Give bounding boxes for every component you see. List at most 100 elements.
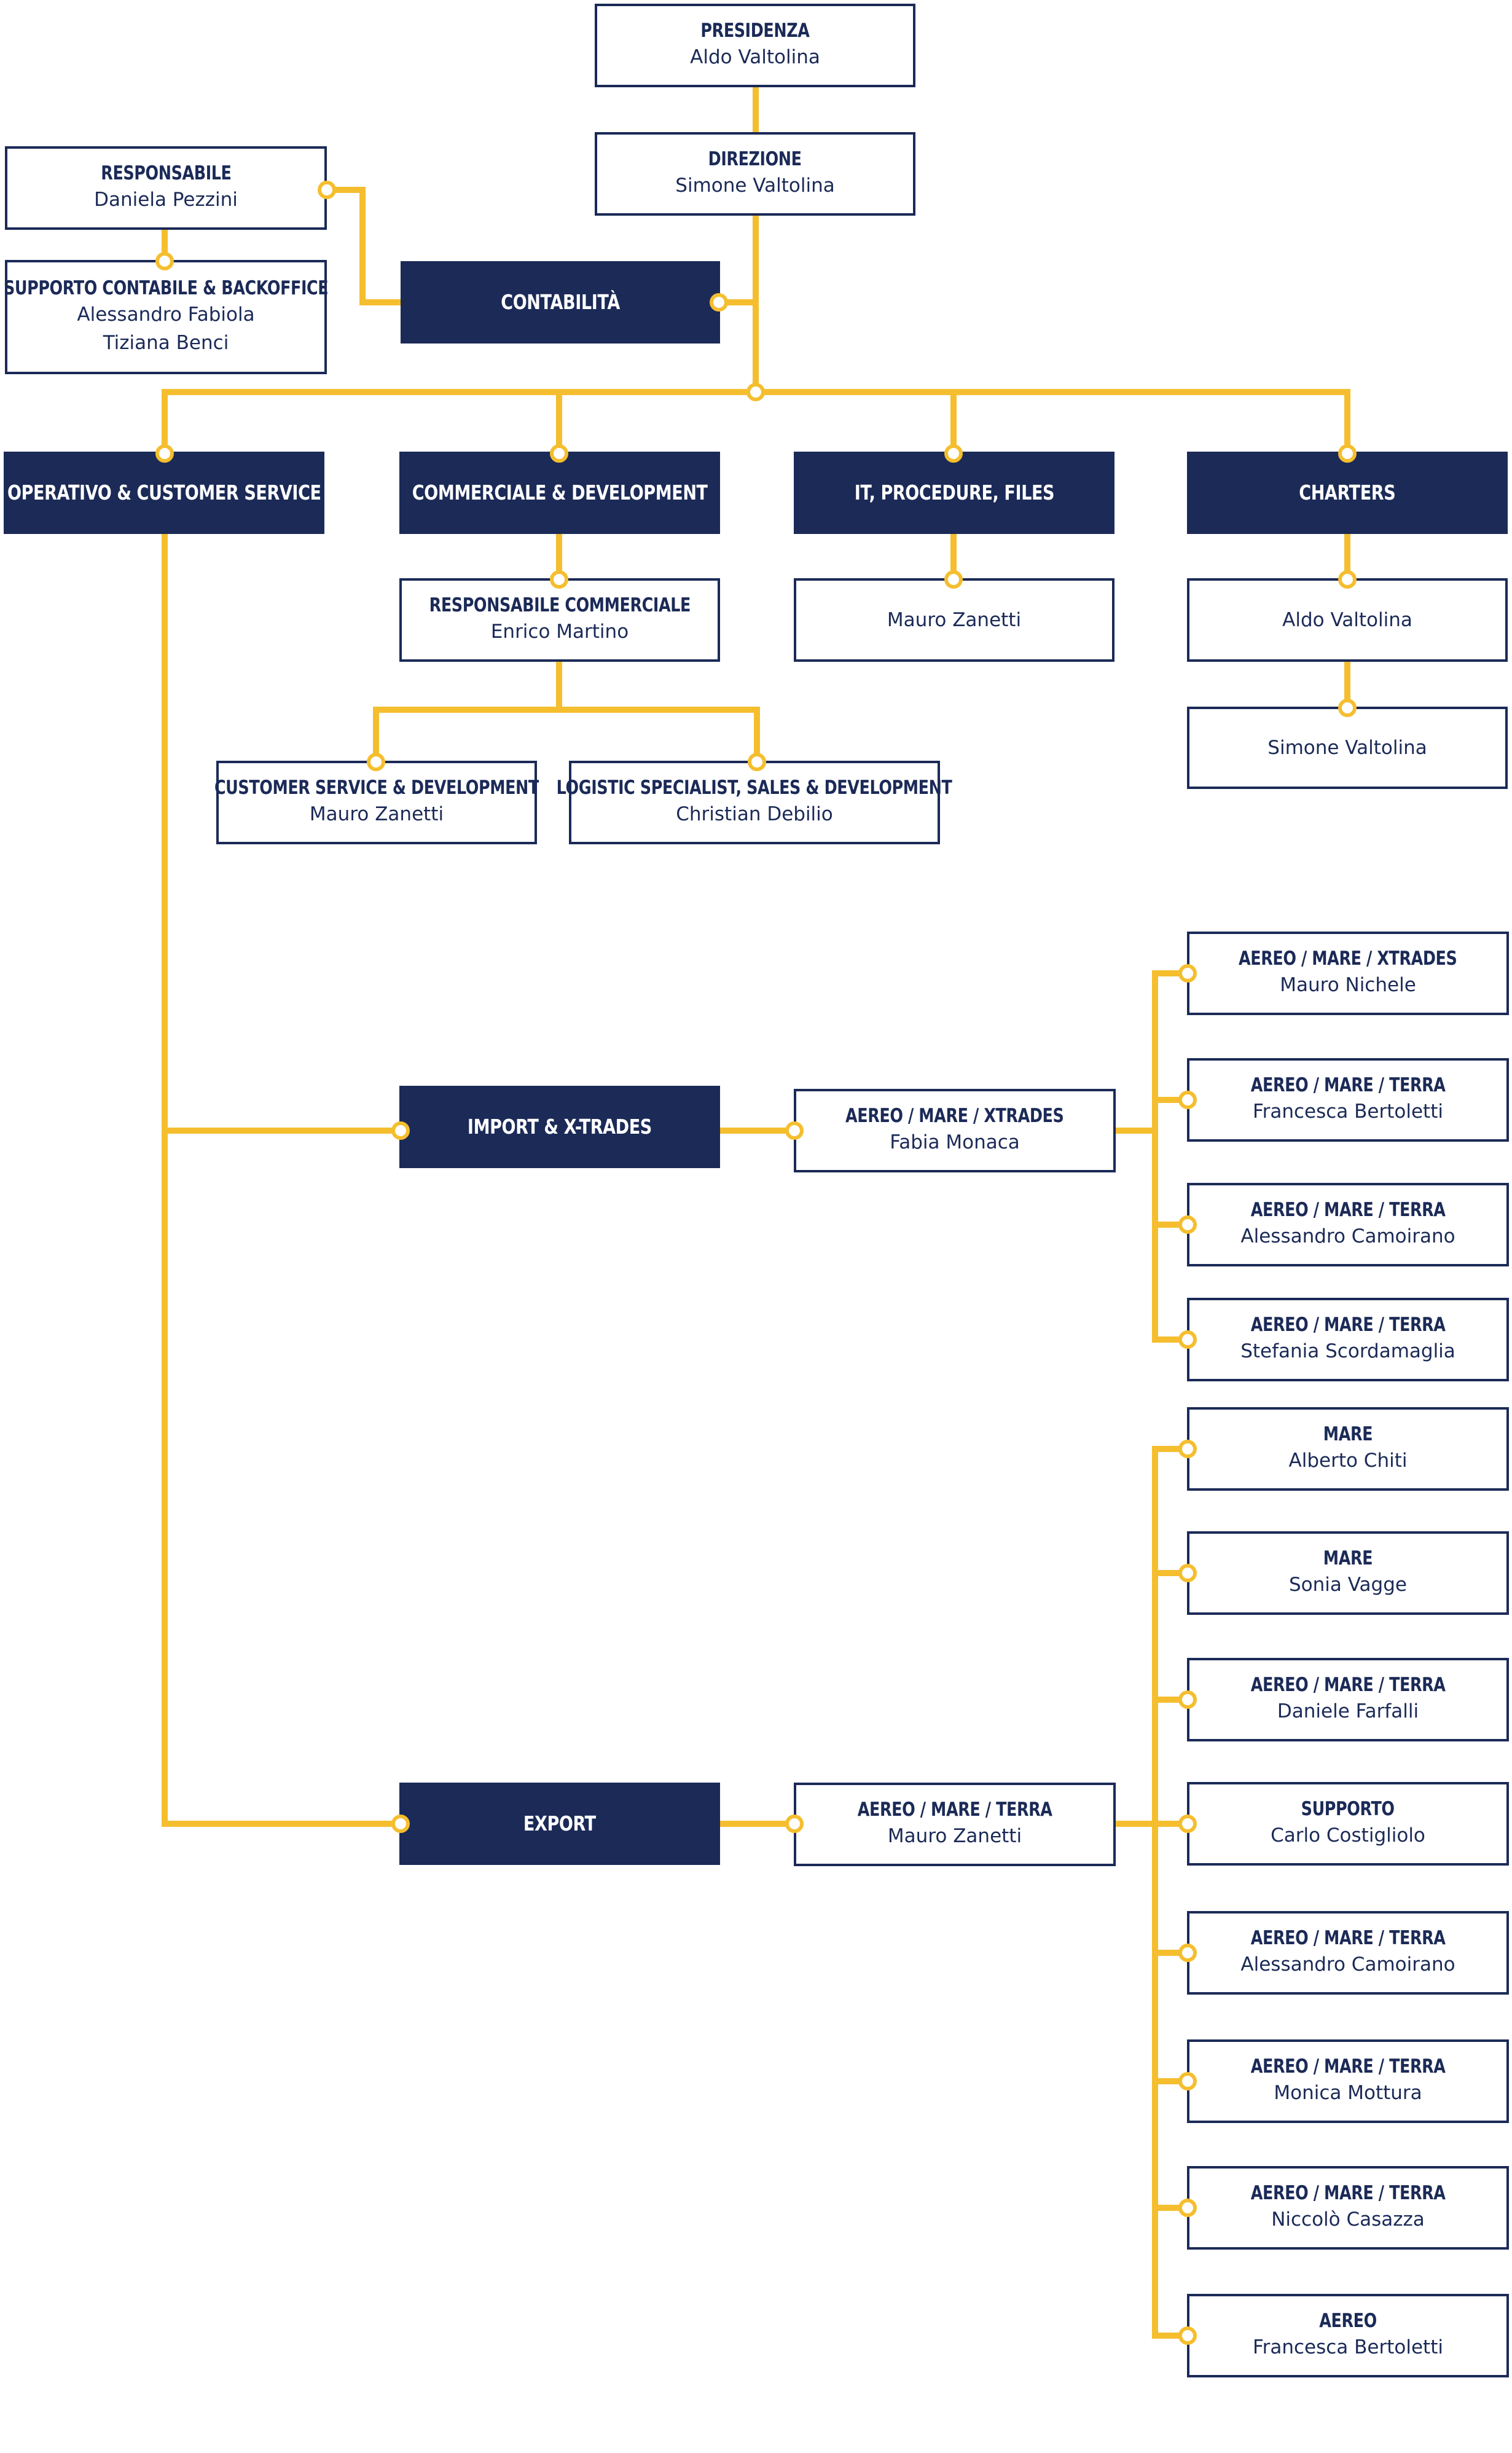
connector-dot <box>1178 1440 1197 1458</box>
import-team-member-name: Mauro Nichele <box>1280 974 1416 997</box>
connector-dot <box>1178 1215 1197 1234</box>
charters-person-2-name: Simone Valtolina <box>1267 736 1427 759</box>
export-team-member-title: MARE <box>1323 1423 1373 1446</box>
connector-dot <box>1178 1690 1197 1709</box>
charters-title: CHARTERS <box>1299 481 1396 505</box>
supporto-contabile-name-1: Alessandro Fabiola <box>77 303 255 326</box>
connector-dot <box>367 753 385 771</box>
it-person-name: Mauro Zanetti <box>887 608 1022 631</box>
export-team-member-name: Carlo Costigliolo <box>1271 1824 1425 1847</box>
import-lead-box: AEREO / MARE / XTRADES Fabia Monaca <box>794 1089 1116 1172</box>
export-lead-box: AEREO / MARE / TERRA Mauro Zanetti <box>794 1783 1116 1866</box>
export-team-member-name: Niccolò Casazza <box>1271 2208 1425 2231</box>
import-team-member-box: AEREO / MARE / TERRA Francesca Bertoletti <box>1187 1058 1509 1142</box>
connector-dot <box>1178 1564 1197 1582</box>
connector-dot <box>710 293 728 312</box>
connector-dot <box>1178 1330 1197 1349</box>
it-box: IT, PROCEDURE, FILES <box>794 452 1114 534</box>
connector-dot <box>391 1121 410 1140</box>
export-title: EXPORT <box>523 1811 596 1836</box>
export-team-member-title: AEREO / MARE / TERRA <box>1250 2055 1446 2078</box>
connector-dot <box>1338 570 1357 589</box>
export-team-member-title: MARE <box>1323 1547 1373 1570</box>
connector-dot <box>318 181 336 199</box>
import-team-member-box: AEREO / MARE / TERRA Alessandro Camoirano <box>1187 1183 1509 1266</box>
contabilita-title: CONTABILITÀ <box>501 290 620 315</box>
connector-dot <box>944 570 963 589</box>
resp-commerciale-box: RESPONSABILE COMMERCIALE Enrico Martino <box>399 578 720 662</box>
direzione-name: Simone Valtolina <box>675 175 835 197</box>
resp-commerciale-name: Enrico Martino <box>490 621 629 643</box>
presidenza-box: PRESIDENZA Aldo Valtolina <box>595 4 915 87</box>
customer-service-box: CUSTOMER SERVICE & DEVELOPMENT Mauro Zan… <box>214 761 539 844</box>
import-lead-name: Fabia Monaca <box>890 1131 1020 1154</box>
import-team-member-title: AEREO / MARE / TERRA <box>1250 1074 1446 1097</box>
import-team-member-name: Francesca Bertoletti <box>1253 1101 1443 1123</box>
import-team-member-box: AEREO / MARE / TERRA Stefania Scordamagli… <box>1187 1298 1509 1381</box>
connector-dot <box>1178 2072 1197 2090</box>
import-team-member-name: Alessandro Camoirano <box>1240 1225 1455 1248</box>
commerciale-title: COMMERCIALE & DEVELOPMENT <box>412 481 708 505</box>
export-team-member-title: AEREO / MARE / TERRA <box>1250 1927 1446 1950</box>
connector-dot <box>1178 2199 1197 2217</box>
connector-dot <box>748 753 766 771</box>
direzione-box: DIREZIONE Simone Valtolina <box>595 132 915 216</box>
connector-dot <box>550 444 568 463</box>
charters-person-2-box: Simone Valtolina <box>1187 707 1508 789</box>
connector-dot <box>155 252 174 270</box>
it-title: IT, PROCEDURE, FILES <box>854 481 1054 505</box>
export-team-member-title: SUPPORTO <box>1301 1798 1395 1821</box>
export-team-member-box: AEREO / MARE / TERRA Alessandro Camoirano <box>1187 1911 1509 1995</box>
connector-dot <box>785 1815 804 1833</box>
operativo-box: OPERATIVO & CUSTOMER SERVICE <box>4 452 324 534</box>
commerciale-box: COMMERCIALE & DEVELOPMENT <box>399 452 720 534</box>
import-team-member-title: AEREO / MARE / TERRA <box>1250 1199 1446 1222</box>
connector-dot <box>1178 1091 1197 1109</box>
import-team-member-name: Stefania Scordamaglia <box>1240 1340 1455 1363</box>
supporto-contabile-title: SUPPORTO CONTABILE & BACKOFFICE <box>3 277 329 300</box>
connector-dot <box>1178 964 1197 983</box>
connector-dot <box>1178 1944 1197 1962</box>
connector-dot <box>1178 2326 1197 2345</box>
connector-dot <box>550 570 568 589</box>
responsabile-title: RESPONSABILE <box>100 162 232 185</box>
export-lead-name: Mauro Zanetti <box>887 1825 1022 1848</box>
export-team-member-name: Alessandro Camoirano <box>1240 1953 1455 1976</box>
operativo-title: OPERATIVO & CUSTOMER SERVICE <box>7 481 321 505</box>
connector-dot <box>391 1815 410 1833</box>
import-title: IMPORT & X-TRADES <box>468 1115 652 1139</box>
logistic-box: LOGISTIC SPECIALIST, SALES & DEVELOPMENT… <box>557 761 952 844</box>
export-team-member-title: AEREO <box>1319 2310 1377 2333</box>
connector-dot <box>785 1121 804 1140</box>
export-team-member-title: AEREO / MARE / TERRA <box>1250 2182 1446 2205</box>
import-lead-title: AEREO / MARE / XTRADES <box>845 1105 1064 1128</box>
resp-commerciale-title: RESPONSABILE COMMERCIALE <box>429 594 691 617</box>
connector-dot <box>1338 444 1357 463</box>
import-team-member-title: AEREO / MARE / TERRA <box>1250 1314 1446 1336</box>
connector-dot <box>746 383 765 401</box>
direzione-title: DIREZIONE <box>708 148 802 171</box>
presidenza-title: PRESIDENZA <box>700 20 810 42</box>
export-team-member-name: Monica Mottura <box>1274 2082 1422 2105</box>
it-person-box: Mauro Zanetti <box>794 578 1114 662</box>
connector-dot <box>1338 699 1357 717</box>
responsabile-name: Daniela Pezzini <box>94 189 238 211</box>
customer-service-name: Mauro Zanetti <box>309 803 444 826</box>
presidenza-name: Aldo Valtolina <box>690 46 820 69</box>
charters-person-1-box: Aldo Valtolina <box>1187 578 1508 662</box>
export-team-member-box: SUPPORTO Carlo Costigliolo <box>1187 1782 1509 1866</box>
export-lead-title: AEREO / MARE / TERRA <box>857 1799 1052 1821</box>
connector-dot <box>944 444 963 463</box>
supporto-contabile-box: SUPPORTO CONTABILE & BACKOFFICE Alessand… <box>3 260 329 374</box>
connector-dot <box>1178 1815 1197 1833</box>
charters-person-1-name: Aldo Valtolina <box>1282 608 1412 631</box>
export-team-member-box: AEREO / MARE / TERRA Niccolò Casazza <box>1187 2166 1509 2250</box>
customer-service-title: CUSTOMER SERVICE & DEVELOPMENT <box>214 777 539 799</box>
logistic-name: Christian Debilio <box>676 803 833 826</box>
export-box: EXPORT <box>399 1783 720 1865</box>
export-team-member-box: AEREO / MARE / TERRA Monica Mottura <box>1187 2039 1509 2123</box>
